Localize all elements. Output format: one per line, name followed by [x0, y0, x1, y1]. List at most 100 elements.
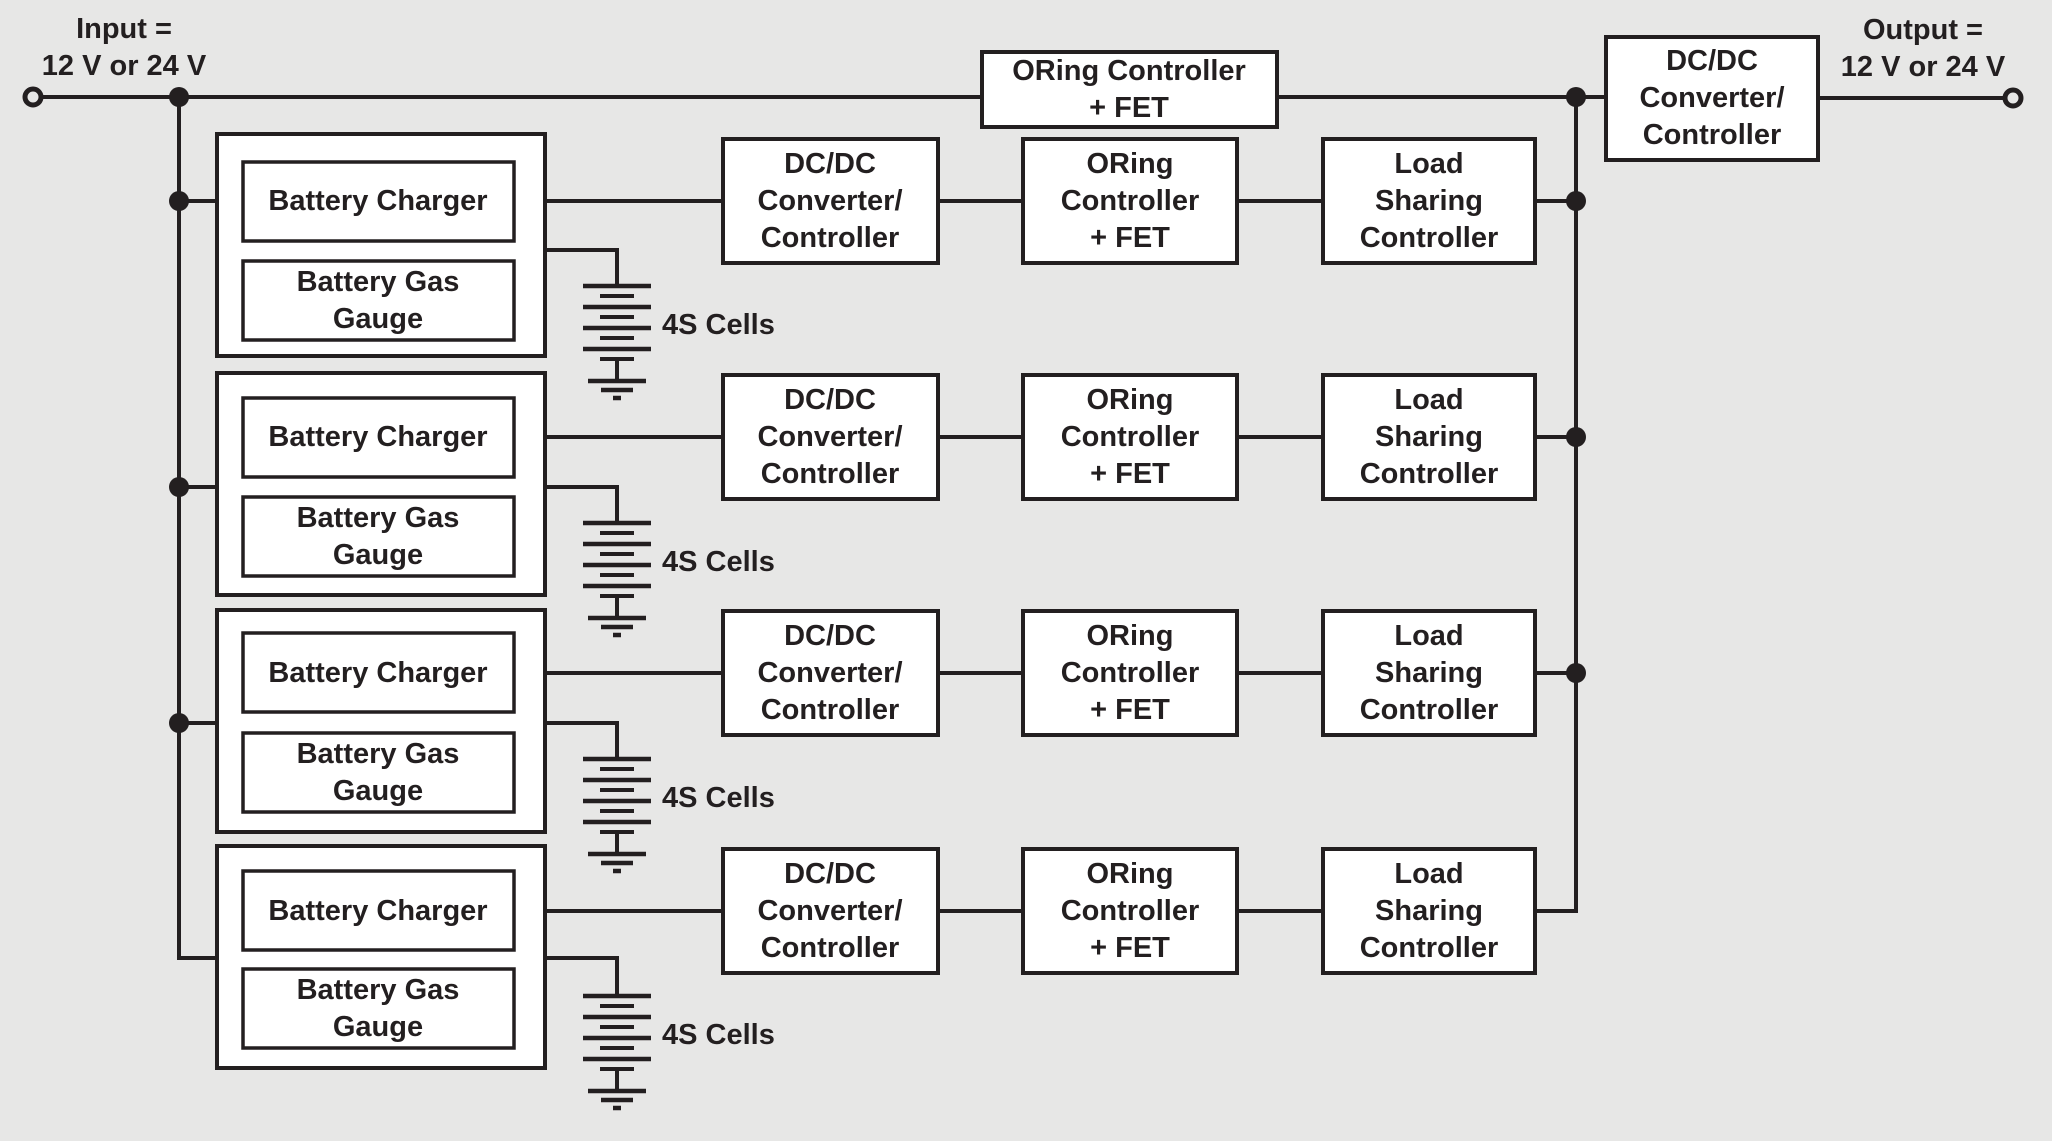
junction-dots	[169, 87, 1586, 733]
output-converter-label-line1: DC/DC	[1666, 45, 1758, 77]
battery-1-long-plates	[583, 283, 651, 352]
load-sharing-box-3	[1321, 609, 1537, 737]
load-sharing-label-4a: Load	[1394, 858, 1463, 890]
load-sharing-label-1a: Load	[1394, 148, 1463, 180]
load-sharing-label-2a: Load	[1394, 384, 1463, 416]
battery-charger-label-2: Battery Charger	[268, 421, 487, 453]
battery-gas-gauge-label-3b: Gauge	[333, 775, 423, 807]
load-sharing-box-2	[1321, 373, 1537, 501]
load-sharing-label-4b: Sharing	[1375, 895, 1483, 927]
battery-gas-gauge-box-3	[241, 731, 516, 814]
battery-4-short-plates	[600, 1004, 634, 1071]
left-bus-wire	[177, 97, 219, 960]
battery-4-ground-icon	[588, 1088, 646, 1111]
oring-label-3b: Controller	[1061, 657, 1200, 689]
output-converter-label-line3: Controller	[1643, 119, 1782, 151]
converter-label-2b: Converter/	[757, 421, 902, 453]
junction-dot-right-ch3	[1566, 663, 1586, 683]
oring-label-3a: ORing	[1087, 620, 1174, 652]
converter-label-4c: Controller	[761, 932, 900, 964]
battery-charger-label-3: Battery Charger	[268, 657, 487, 689]
dcdc-converter-box-2	[721, 373, 940, 501]
oring-label-4b: Controller	[1061, 895, 1200, 927]
top-oring-fet-label-line2: + FET	[1089, 92, 1169, 124]
load-sharing-box-4	[1321, 847, 1537, 975]
battery-3-long-plates	[583, 756, 651, 825]
load-sharing-label-2b: Sharing	[1375, 421, 1483, 453]
channel-1-battery-wire	[545, 248, 619, 286]
battery-2-long-plates	[583, 520, 651, 589]
battery-4-long-plates	[583, 993, 651, 1062]
cells-label-4: 4S Cells	[662, 1019, 775, 1051]
converter-label-3b: Converter/	[757, 657, 902, 689]
top-oring-fet-label-line1: ORing Controller	[1012, 55, 1246, 87]
battery-gas-gauge-label-1a: Battery Gas	[297, 266, 460, 298]
input-label-line1: Input =	[76, 13, 172, 45]
battery-gas-gauge-label-3a: Battery Gas	[297, 738, 460, 770]
load-sharing-label-3b: Sharing	[1375, 657, 1483, 689]
oring-label-4c: + FET	[1090, 932, 1170, 964]
oring-fet-box-2	[1021, 373, 1239, 501]
oring-label-2b: Controller	[1061, 421, 1200, 453]
output-converter-label-line2: Converter/	[1639, 82, 1784, 114]
battery-cells-symbol-1	[583, 283, 651, 401]
battery-cells-symbol-4	[583, 993, 651, 1111]
converter-label-1c: Controller	[761, 222, 900, 254]
load-sharing-label-4c: Controller	[1360, 932, 1499, 964]
battery-2-ground-icon	[588, 615, 646, 638]
battery-2-short-plates	[600, 531, 634, 598]
dcdc-converter-box-3	[721, 609, 940, 737]
converter-label-2a: DC/DC	[784, 384, 876, 416]
load-sharing-label-3c: Controller	[1360, 694, 1499, 726]
oring-label-3c: + FET	[1090, 694, 1170, 726]
oring-fet-box-4	[1021, 847, 1239, 975]
battery-gas-gauge-label-4a: Battery Gas	[297, 974, 460, 1006]
battery-3-ground-icon	[588, 851, 646, 874]
load-sharing-label-3a: Load	[1394, 620, 1463, 652]
right-bus-wire	[1533, 97, 1578, 913]
oring-label-2a: ORing	[1087, 384, 1174, 416]
output-label-line1: Output =	[1863, 14, 1983, 46]
junction-dot-input-bus	[169, 87, 189, 107]
cells-label-3: 4S Cells	[662, 782, 775, 814]
battery-gas-gauge-label-4b: Gauge	[333, 1011, 423, 1043]
oring-label-1b: Controller	[1061, 185, 1200, 217]
load-sharing-label-1c: Controller	[1360, 222, 1499, 254]
output-label-line2: 12 V or 24 V	[1841, 51, 2006, 83]
cells-label-1: 4S Cells	[662, 309, 775, 341]
load-sharing-box-1	[1321, 137, 1537, 265]
cells-label-2: 4S Cells	[662, 546, 775, 578]
oring-label-4a: ORing	[1087, 858, 1174, 890]
load-sharing-label-2c: Controller	[1360, 458, 1499, 490]
oring-label-1a: ORing	[1087, 148, 1174, 180]
battery-1-short-plates	[600, 294, 634, 361]
battery-gas-gauge-box-1	[241, 259, 516, 342]
converter-label-4b: Converter/	[757, 895, 902, 927]
junction-dot-output-bus	[1566, 87, 1586, 107]
battery-charger-label-4: Battery Charger	[268, 895, 487, 927]
battery-gas-gauge-label-2b: Gauge	[333, 539, 423, 571]
labels: Input = 12 V or 24 V Output = 12 V or 24…	[42, 13, 2006, 1051]
junction-dot-right-ch1	[1566, 191, 1586, 211]
battery-1-ground-icon	[588, 378, 646, 401]
battery-gas-gauge-box-2	[241, 495, 516, 578]
junction-dot-left-ch3	[169, 713, 189, 733]
output-terminal	[2002, 87, 2024, 109]
oring-label-2c: + FET	[1090, 458, 1170, 490]
top-oring-fet-box	[980, 50, 1279, 129]
oring-label-1c: + FET	[1090, 222, 1170, 254]
converter-label-3a: DC/DC	[784, 620, 876, 652]
input-terminal	[22, 86, 44, 108]
dcdc-converter-box-4	[721, 847, 940, 975]
junction-dot-right-ch2	[1566, 427, 1586, 447]
load-sharing-label-1b: Sharing	[1375, 185, 1483, 217]
battery-charger-box-4	[241, 869, 516, 952]
junction-dot-left-ch1	[169, 191, 189, 211]
battery-gas-gauge-box-4	[241, 967, 516, 1050]
dcdc-converter-box-1	[721, 137, 940, 265]
oring-fet-box-1	[1021, 137, 1239, 265]
battery-cells-symbol-3	[583, 756, 651, 874]
converter-label-3c: Controller	[761, 694, 900, 726]
battery-charger-box-2	[241, 396, 516, 479]
